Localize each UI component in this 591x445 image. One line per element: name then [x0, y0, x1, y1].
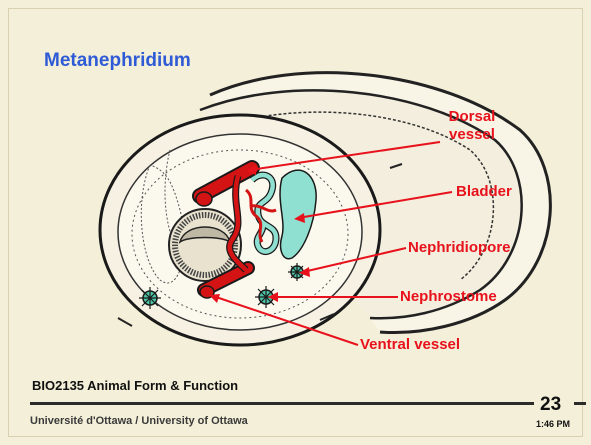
university-name: Université d'Ottawa / University of Otta…	[30, 415, 248, 427]
slide-time: 1:46 PM	[536, 419, 570, 429]
label-bladder: Bladder	[456, 183, 512, 201]
label-nephrostome: Nephrostome	[400, 288, 497, 306]
course-name: BIO2135 Animal Form & Function	[32, 378, 238, 393]
footer-divider-end	[574, 402, 586, 405]
label-dorsal-line1: Dorsal	[444, 108, 500, 126]
seta	[118, 318, 132, 326]
label-nephridiopore: Nephridiopore	[408, 239, 511, 257]
slide-number: 23	[540, 394, 561, 416]
ventral-ganglion	[139, 287, 161, 309]
label-dorsal-line2: vessel	[444, 126, 500, 144]
dorsal-vessel-end	[196, 192, 212, 206]
label-ventral-vessel: Ventral vessel	[360, 336, 460, 354]
footer-divider	[30, 402, 534, 405]
label-dorsal-vessel: Dorsal vessel	[444, 108, 500, 144]
